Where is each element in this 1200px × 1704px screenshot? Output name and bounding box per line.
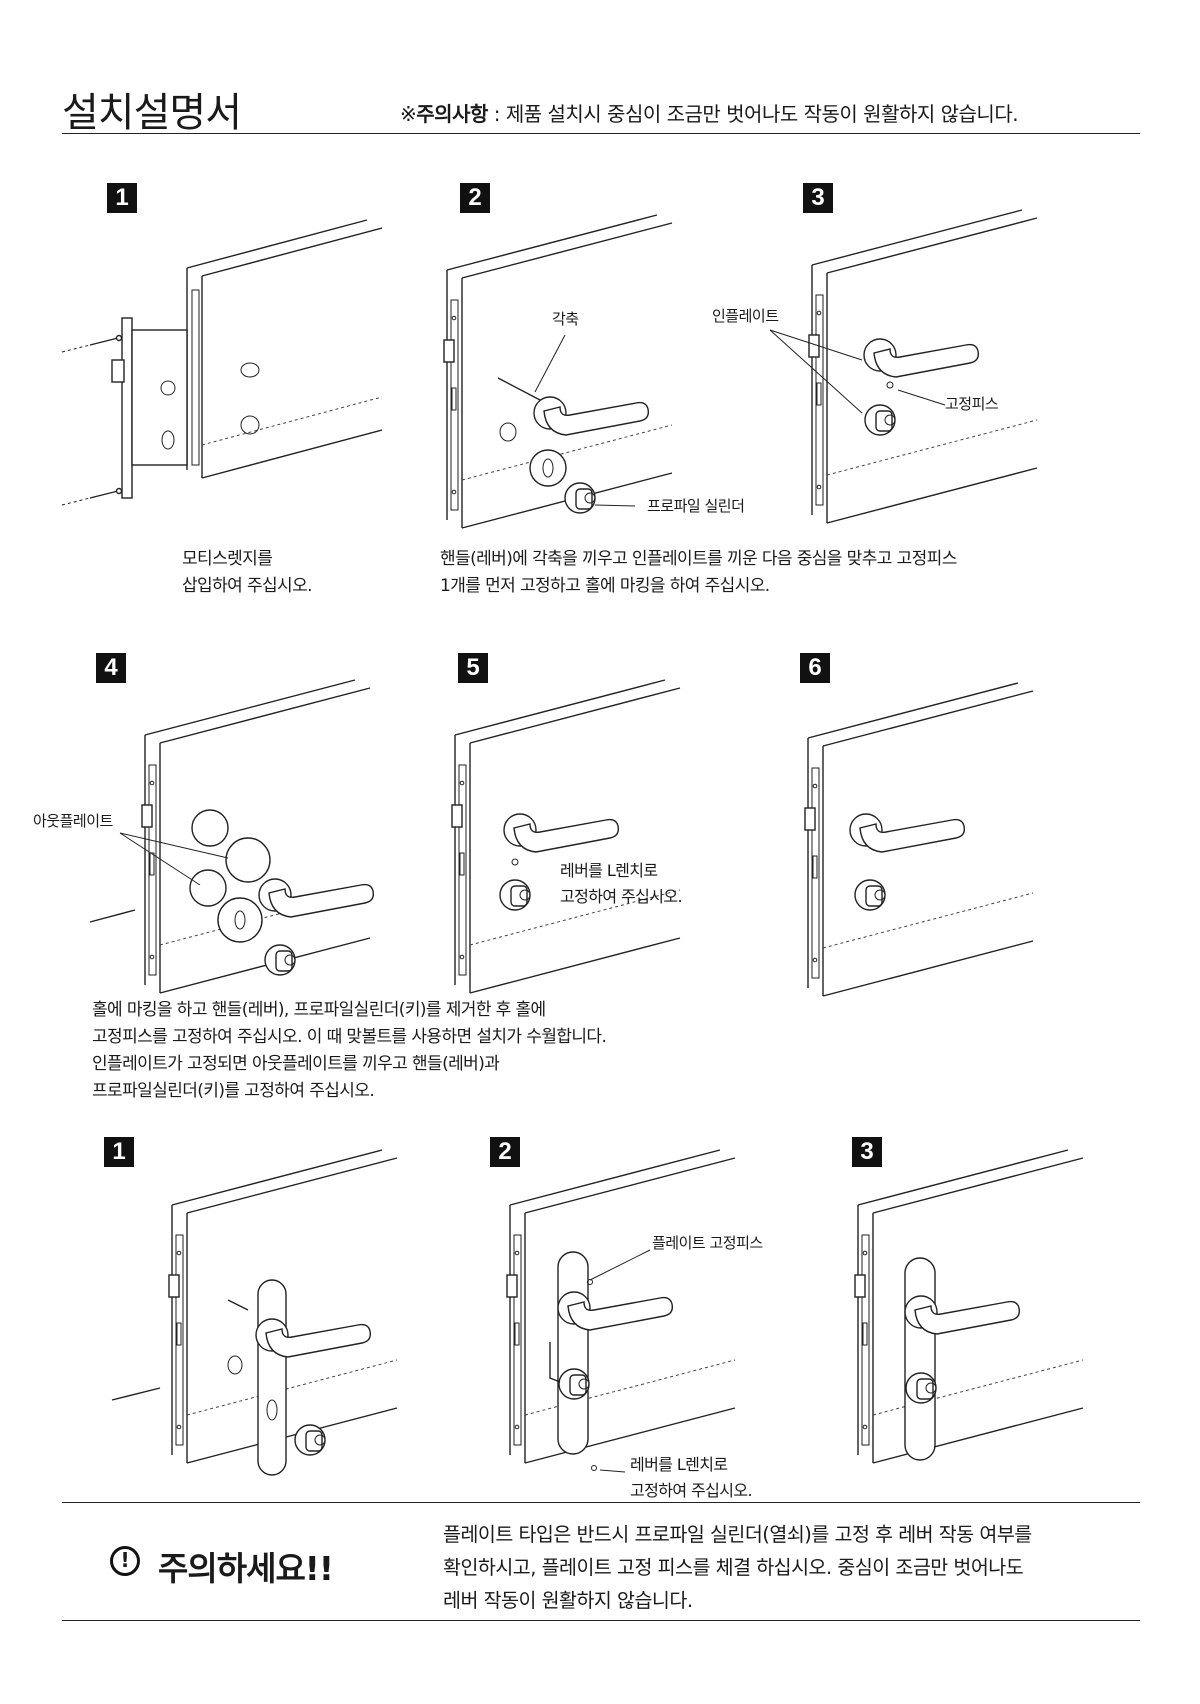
caution-text: 플레이트 타입은 반드시 프로파일 실린더(열쇠)를 고정 후 레버 작동 여부… xyxy=(443,1518,1032,1617)
label-plate-lever-wrench: 레버를 L렌치로 고정하여 주십시오. xyxy=(630,1452,753,1504)
label-outer-plate: 아웃플레이트 xyxy=(33,812,113,830)
caption-step1: 모티스렛지를 삽입하여 주십시오. xyxy=(182,546,313,600)
step2-illustration xyxy=(443,214,673,529)
step6-illustration xyxy=(804,682,1034,997)
step-number-6: 6 xyxy=(800,653,830,683)
caption-section2: 홀에 마킹을 하고 핸들(레버), 프로파일실린더(키)를 제거한 후 홀에 고… xyxy=(92,997,607,1105)
plate-step-number-2: 2 xyxy=(490,1137,520,1167)
plate-step-number-3: 3 xyxy=(852,1137,882,1167)
step-number-4: 4 xyxy=(96,653,126,683)
caption-line: 모티스렛지를 xyxy=(182,549,273,569)
caption-line: 인플레이트가 고정되면 아웃플레이트를 끼우고 핸들(레버)과 xyxy=(92,1054,500,1074)
step-number-3: 3 xyxy=(803,183,833,213)
step-number-5: 5 xyxy=(458,653,488,683)
caption-line: 홀에 마킹을 하고 핸들(레버), 프로파일실린더(키)를 제거한 후 홀에 xyxy=(92,1000,546,1020)
label-line: 레버를 L렌치로 xyxy=(630,1455,728,1474)
label-square-spindle: 각축 xyxy=(552,310,579,328)
caution-line: 확인하시고, 플레이트 고정 피스를 체결 하십시오. 중심이 조금만 벗어나도 xyxy=(443,1556,1024,1579)
label-inner-plate: 인플레이트 xyxy=(712,307,779,325)
plate-step3-illustration xyxy=(854,1149,1084,1464)
header-divider xyxy=(62,133,1140,134)
notice-mark: ※ xyxy=(400,102,417,126)
label-line: 고정하여 주십시오. xyxy=(630,1481,753,1500)
caution-bottom-divider xyxy=(62,1620,1140,1621)
label-profile-cylinder: 프로파일 실린더 xyxy=(647,497,745,515)
notice-bold: 주의사항 xyxy=(416,102,488,126)
label-line: 고정하여 주십시오. xyxy=(560,887,683,906)
caption-line: 삽입하여 주십시오. xyxy=(182,576,313,596)
step-number-1: 1 xyxy=(107,183,137,213)
page-title: 설치설명서 xyxy=(62,90,242,136)
label-fixing-screw: 고정피스 xyxy=(945,395,999,413)
caption-line: 고정피스를 고정하여 주십시오. 이 때 맞볼트를 사용하면 설치가 수월합니다… xyxy=(92,1027,607,1047)
plate-step2-illustration xyxy=(506,1149,736,1473)
step5-illustration xyxy=(451,679,681,994)
caption-step2-3: 핸들(레버)에 각축을 끼우고 인플레이트를 끼운 다음 중심을 맞추고 고정피… xyxy=(440,546,957,600)
notice-text: : 제품 설치시 중심이 조금만 벗어나도 작동이 원활하지 않습니다. xyxy=(487,102,1019,126)
header-notice: ※주의사항 : 제품 설치시 중심이 조금만 벗어나도 작동이 원활하지 않습니… xyxy=(400,98,1019,127)
caption-line: 프로파일실린더(키)를 고정하여 주십시오. xyxy=(92,1081,375,1101)
caption-line: 핸들(레버)에 각축을 끼우고 인플레이트를 끼운 다음 중심을 맞추고 고정피… xyxy=(440,549,957,569)
step-number-2: 2 xyxy=(460,183,490,213)
caption-line: 1개를 먼저 고정하고 홀에 마킹을 하여 주십시오. xyxy=(440,576,770,596)
warning-icon: ! xyxy=(110,1546,140,1576)
caution-line: 레버 작동이 원활하지 않습니다. xyxy=(443,1589,693,1612)
step4-illustration xyxy=(89,679,375,994)
step3-illustration xyxy=(769,209,1038,524)
plate-step-number-1: 1 xyxy=(104,1137,134,1167)
caution-top-divider xyxy=(62,1502,1140,1503)
step1-illustration xyxy=(61,219,383,506)
plate-step1-illustration xyxy=(111,1149,398,1476)
label-lever-wrench: 레버를 L렌치로 고정하여 주십시오. xyxy=(560,858,683,910)
caution-line: 플레이트 타입은 반드시 프로파일 실린더(열쇠)를 고정 후 레버 작동 여부… xyxy=(443,1523,1032,1546)
label-plate-fixing-screw: 플레이트 고정피스 xyxy=(652,1234,763,1252)
caution-title: 주의하세요!! xyxy=(158,1549,334,1588)
label-line: 레버를 L렌치로 xyxy=(560,861,658,880)
